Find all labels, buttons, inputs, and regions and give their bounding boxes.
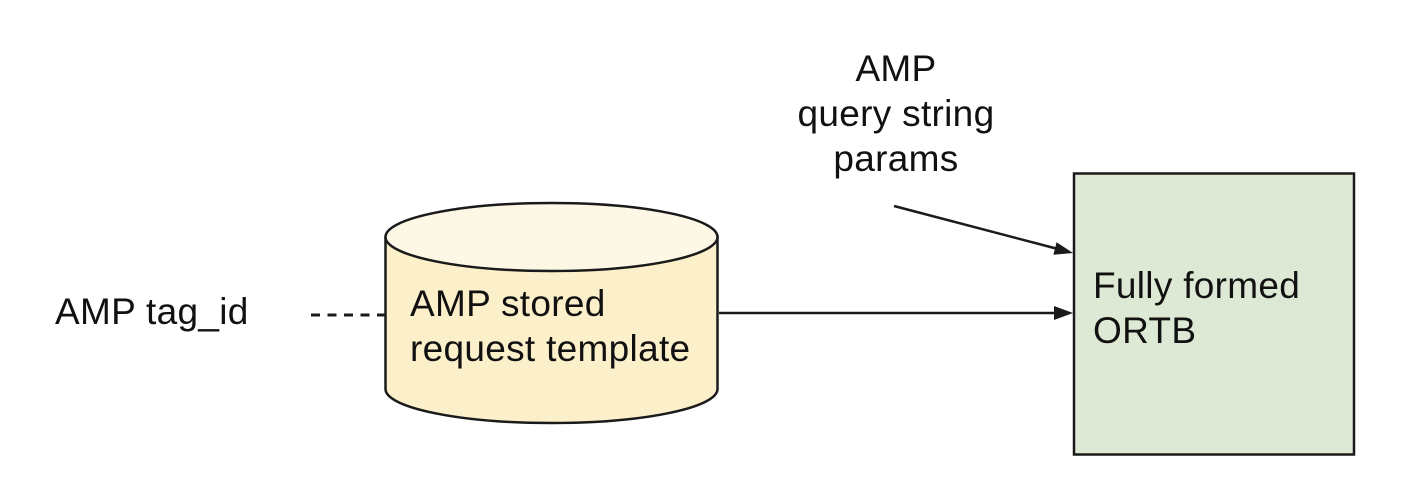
- query-params-label-line2: query string: [797, 93, 995, 134]
- stored-request-label-line1: AMP stored: [410, 283, 606, 324]
- ortb-label: Fully formed ORTB: [1093, 263, 1300, 353]
- arrowhead-cylinder-to-ortb: [1054, 306, 1073, 320]
- stored-request-label-line2: request template: [410, 328, 691, 369]
- ortb-label-line1: Fully formed: [1093, 265, 1301, 306]
- ortb-label-line2: ORTB: [1093, 310, 1197, 351]
- arrowhead-query-params-to-ortb: [1053, 242, 1073, 255]
- connector-query-params-to-ortb: [893, 204, 1059, 251]
- tag-id-label: AMP tag_id: [55, 291, 249, 332]
- query-params-label-line1: AMP: [855, 48, 937, 89]
- ortb-box: [1072, 172, 1356, 456]
- stored-request-cylinder-body: [384, 235, 719, 425]
- stored-request-cylinder-top: [384, 201, 719, 273]
- query-params-label: AMP query string params: [746, 46, 1046, 181]
- stored-request-label: AMP stored request template: [410, 281, 690, 371]
- query-params-label-line3: params: [833, 138, 959, 179]
